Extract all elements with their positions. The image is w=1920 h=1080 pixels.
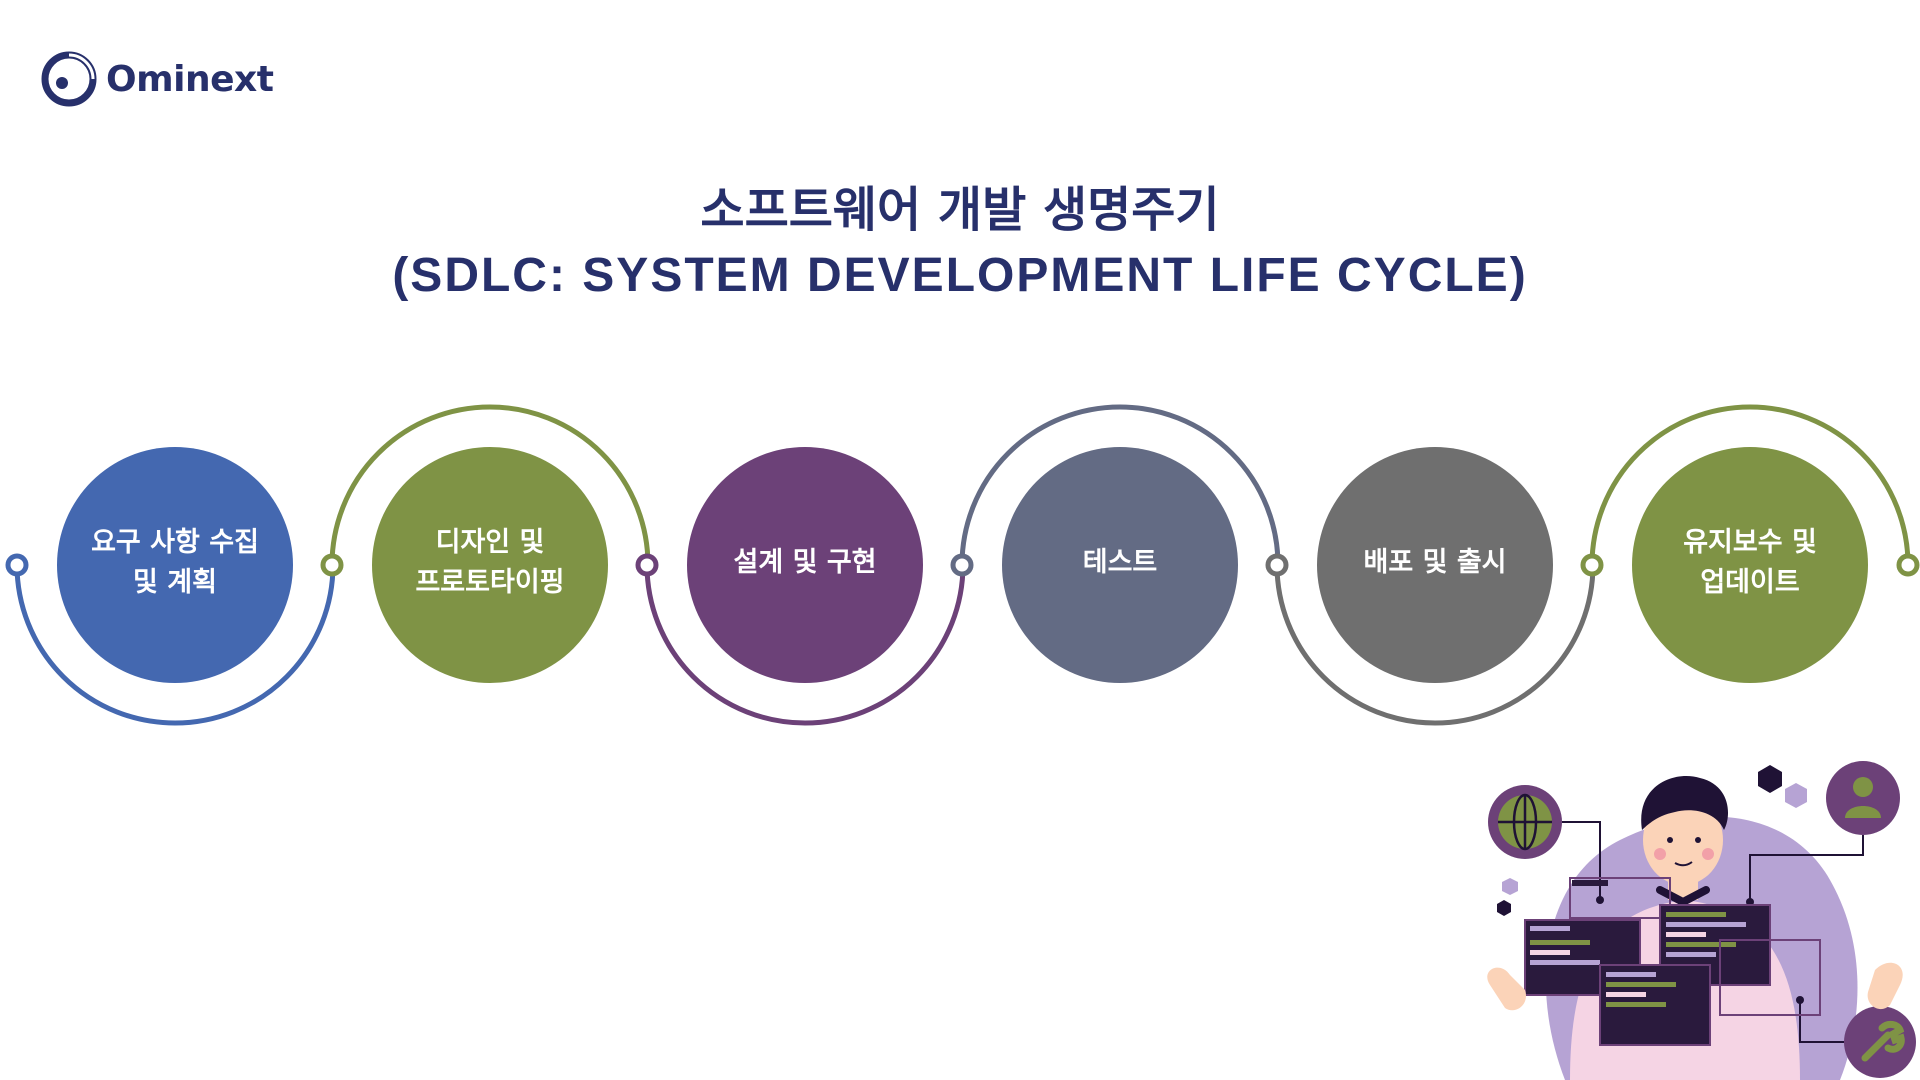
step-label-line2: 프로토타이핑 [415, 567, 565, 598]
brand-logo: Ominext [40, 50, 274, 108]
hexagon-light-icon [1785, 783, 1807, 808]
step-connector-arc [1589, 404, 1911, 566]
step-label: 테스트 [1010, 543, 1230, 583]
step-label-line2: 업데이트 [1700, 567, 1800, 598]
step-connector-arc [644, 564, 966, 726]
connector-node-icon [320, 553, 344, 577]
step-circle [687, 447, 923, 683]
code-window-far-right [1719, 939, 1821, 1016]
developer-head [1643, 795, 1723, 885]
connector-node-icon [5, 553, 29, 577]
connector-node-icon [1580, 553, 1604, 577]
developer-illustration [1487, 761, 1916, 1080]
page-title: 소프트웨어 개발 생명주기 [700, 182, 1220, 238]
step-label-line1: 요구 사항 수집 [91, 527, 259, 558]
wrench-icon [1844, 1006, 1916, 1078]
brand-name: Ominext [106, 58, 274, 100]
connector-node-icon [950, 553, 974, 577]
step-circle [372, 447, 608, 683]
step-label: 배포 및 출시 [1325, 543, 1545, 583]
right-hand [1867, 962, 1903, 1010]
globe-icon [1488, 785, 1562, 859]
step-label-line1: 설계 및 구현 [733, 547, 877, 578]
step-label-line2: 및 계획 [133, 567, 217, 598]
ominext-logo-icon [41, 51, 97, 107]
hexagon-small-icon [1502, 878, 1518, 895]
hexagon-tiny-icon [1497, 900, 1511, 916]
step-circle [1632, 447, 1868, 683]
page-subtitle: (SDLC: SYSTEM DEVELOPMENT LIFE CYCLE) [392, 249, 1528, 302]
connector-node-icon [635, 553, 659, 577]
step-circle [57, 447, 293, 683]
step-circle [1002, 447, 1238, 683]
step-label: 설계 및 구현 [695, 543, 915, 583]
step-circle [1317, 447, 1553, 683]
connector-node-icon [1896, 553, 1920, 577]
code-window-top [1569, 877, 1671, 919]
developer-hair [1641, 775, 1729, 830]
step-label-line1: 디자인 및 [435, 527, 545, 558]
step-label-line1: 유지보수 및 [1683, 527, 1817, 558]
step-connector-arc [14, 564, 336, 726]
connector-node-icon [1265, 553, 1289, 577]
step-connector-arc [959, 404, 1281, 566]
hexagon-dark-icon [1758, 765, 1782, 793]
left-hand [1487, 967, 1526, 1011]
step-label-line1: 배포 및 출시 [1363, 547, 1507, 578]
step-connector-arc [1274, 564, 1596, 726]
step-connector-arc [329, 404, 651, 566]
user-icon [1826, 761, 1900, 835]
step-label-line1: 테스트 [1082, 547, 1158, 578]
